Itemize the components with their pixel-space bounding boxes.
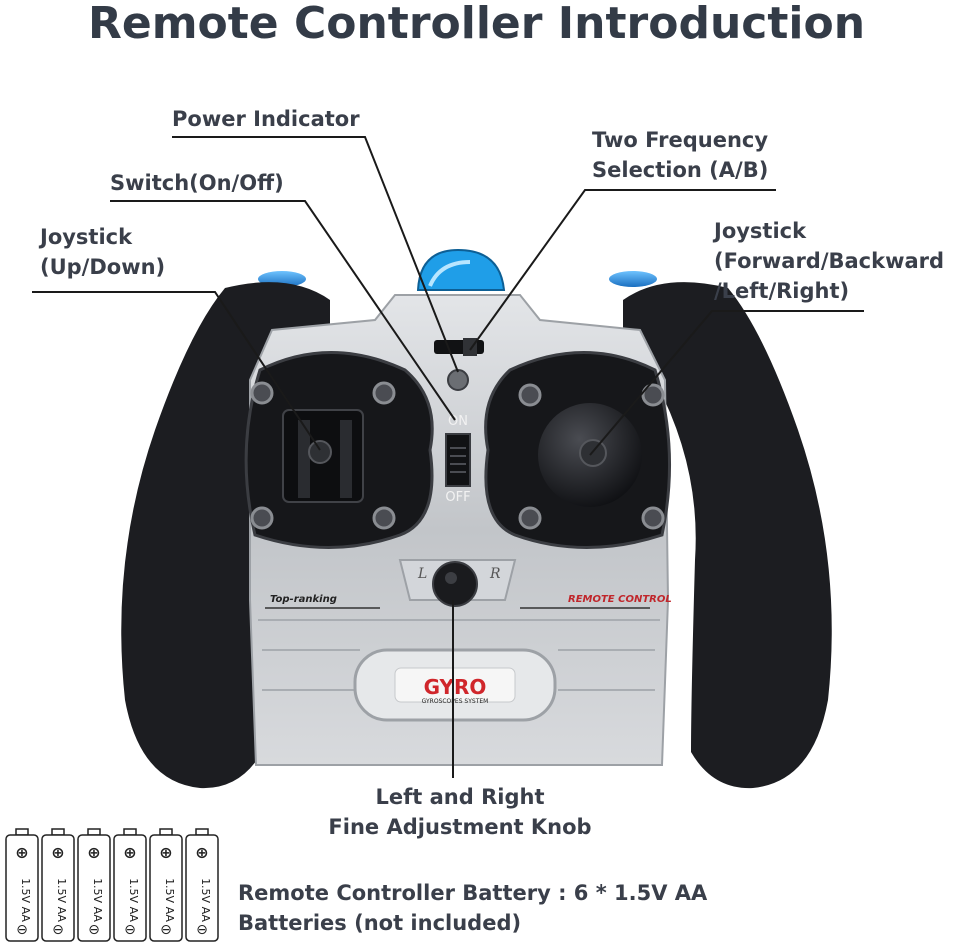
- battery-icon: ⊕ 1.5V AA⊖: [185, 828, 219, 942]
- knob-l-text: L: [417, 566, 427, 582]
- battery-label: 1.5V AA: [19, 878, 32, 922]
- joystick-right-line: [589, 310, 864, 456]
- antenna-cap: [416, 248, 506, 291]
- svg-text:⊕: ⊕: [51, 843, 64, 862]
- label-power-indicator: Power Indicator: [172, 107, 360, 131]
- svg-text:⊖: ⊖: [88, 922, 100, 938]
- svg-text:⊕: ⊕: [195, 843, 208, 862]
- top-ranking-text: Top-ranking: [270, 594, 337, 605]
- label-switch: Switch(On/Off): [110, 171, 284, 195]
- battery-group: ⊕1.5V AA⊖⊕1.5V AA⊖⊕1.5V AA⊖⊕1.5V AA⊖⊕1.5…: [5, 828, 219, 942]
- power-indicator-led: [447, 369, 469, 391]
- frequency-line: [469, 189, 776, 351]
- label-joystick-left-1: Joystick: [40, 225, 133, 249]
- joystick-left-line: [32, 291, 321, 451]
- battery-label: 1.5V AA: [163, 878, 176, 922]
- gyro-sub-text: GYROSCOPES SYSTEM: [422, 698, 489, 705]
- svg-text:⊖: ⊖: [196, 922, 208, 938]
- battery-icon: ⊕ 1.5V AA⊖: [41, 828, 75, 942]
- svg-text:⊖: ⊖: [16, 922, 28, 938]
- switch-line: [110, 200, 456, 421]
- switch-on-text: ON: [448, 414, 468, 429]
- remote-control-text: REMOTE CONTROL: [568, 594, 672, 605]
- label-battery-2: Batteries (not included): [238, 911, 522, 935]
- svg-text:⊕: ⊕: [15, 843, 28, 862]
- fine-adjustment-knob: [432, 561, 478, 607]
- label-battery-1: Remote Controller Battery : 6 * 1.5V AA: [238, 881, 708, 905]
- label-joystick-right-2: (Forward/Backward: [714, 249, 945, 273]
- svg-text:⊖: ⊖: [52, 922, 64, 938]
- label-two-frequency-1: Two Frequency: [592, 128, 769, 152]
- battery-icon: ⊕ 1.5V AA⊖: [77, 828, 111, 942]
- power-indicator-line: [172, 136, 459, 373]
- page-title: Remote Controller Introduction: [87, 0, 866, 49]
- svg-text:⊕: ⊕: [159, 843, 172, 862]
- svg-text:⊖: ⊖: [124, 922, 136, 938]
- battery-icon: ⊕ 1.5V AA⊖: [113, 828, 147, 942]
- label-joystick-left-2: (Up/Down): [40, 255, 166, 279]
- svg-text:⊕: ⊕: [123, 843, 136, 862]
- battery-icon: ⊕ 1.5V AA⊖: [5, 828, 39, 942]
- svg-text:⊖: ⊖: [160, 922, 172, 938]
- battery-label: 1.5V AA: [127, 878, 140, 922]
- label-two-frequency-2: Selection (A/B): [592, 158, 769, 182]
- label-knob-1: Left and Right: [375, 785, 545, 809]
- callout-lines: [32, 136, 864, 778]
- gyro-text: GYRO: [424, 675, 487, 699]
- battery-label: 1.5V AA: [55, 878, 68, 922]
- battery-label: 1.5V AA: [91, 878, 104, 922]
- label-knob-2: Fine Adjustment Knob: [328, 815, 592, 839]
- right-shoulder-button: [609, 271, 657, 287]
- knob-r-text: R: [489, 566, 501, 582]
- switch-off-text: OFF: [445, 490, 470, 505]
- svg-text:⊕: ⊕: [87, 843, 100, 862]
- right-grip: [623, 282, 832, 789]
- label-joystick-right-1: Joystick: [714, 219, 807, 243]
- battery-icon: ⊕ 1.5V AA⊖: [149, 828, 183, 942]
- battery-label: 1.5V AA: [199, 878, 212, 922]
- label-joystick-right-3: /Left/Right): [714, 279, 850, 303]
- power-switch: [445, 433, 471, 487]
